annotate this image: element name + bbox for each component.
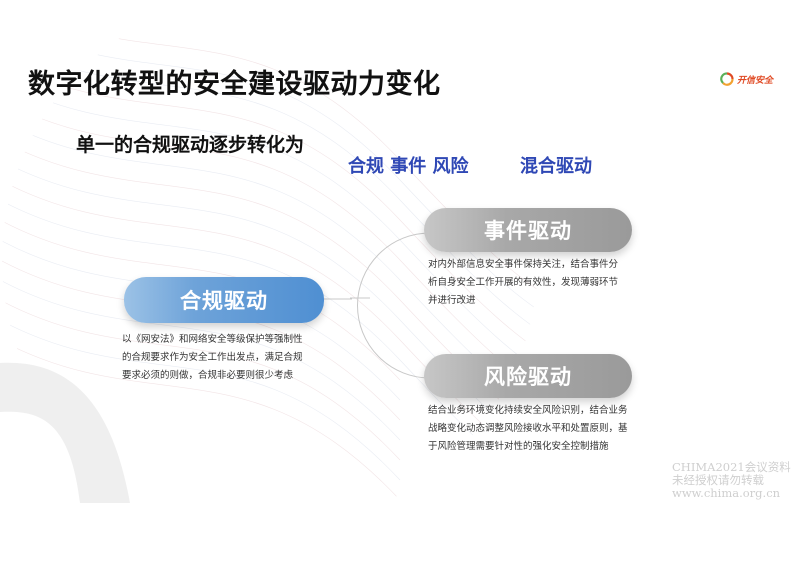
slide: 数字化转型的安全建设驱动力变化 开信安全 单一的合规驱动逐步转化为 合规 事件 … — [0, 0, 791, 503]
description-line: 于风险管理需要针对性的强化安全控制措施 — [428, 441, 609, 452]
risk-driver-pill: 风险驱动 — [424, 354, 632, 398]
watermark-line: CHIMA2021会议资料 — [672, 460, 791, 474]
description-line: 战略变化动态调整风险接收水平和处置原则，基 — [428, 423, 628, 434]
logo-text: 开信安全 — [737, 75, 774, 86]
drivers-line: 合规 事件 风险 — [348, 156, 469, 177]
watermark-line: 未经授权请勿转载 — [672, 473, 764, 487]
description-line: 对内外部信息安全事件保持关注，结合事件分 — [428, 259, 619, 270]
mixed-driver-label: 混合驱动 — [520, 156, 592, 177]
description-line: 并进行改进 — [428, 295, 476, 306]
logo: 开信安全 — [720, 72, 773, 86]
description-line: 结合业务环境变化持续安全风险识别，结合业务 — [428, 405, 628, 416]
watermark-line: www.chima.org.cn — [672, 486, 781, 500]
description-line: 析自身安全工作开展的有效性，发现薄弱环节 — [428, 277, 619, 288]
event-description: 对内外部信息安全事件保持关注，结合事件分 析自身安全工作开展的有效性，发现薄弱环… — [428, 256, 618, 310]
ring-logo-icon — [720, 72, 734, 86]
risk-description: 结合业务环境变化持续安全风险识别，结合业务 战略变化动态调整风险接收水平和处置原… — [428, 402, 628, 456]
description-line: 以《网安法》和网络安全等级保护等强制性 — [122, 334, 303, 345]
subtitle: 单一的合规驱动逐步转化为 — [76, 134, 305, 156]
compliance-driver-pill: 合规驱动 — [124, 277, 324, 323]
event-driver-pill: 事件驱动 — [424, 208, 632, 252]
description-line: 的合规要求作为安全工作出发点，满足合规 — [122, 352, 303, 363]
watermark: CHIMA2021会议资料 未经授权请勿转载 www.chima.org.cn — [672, 461, 791, 500]
background-wave-decoration — [0, 0, 538, 503]
compliance-description: 以《网安法》和网络安全等级保护等强制性 的合规要求作为安全工作出发点，满足合规 … — [122, 331, 303, 385]
page-title: 数字化转型的安全建设驱动力变化 — [28, 69, 441, 100]
description-line: 要求必须的则做，合规非必要则很少考虑 — [122, 370, 294, 381]
